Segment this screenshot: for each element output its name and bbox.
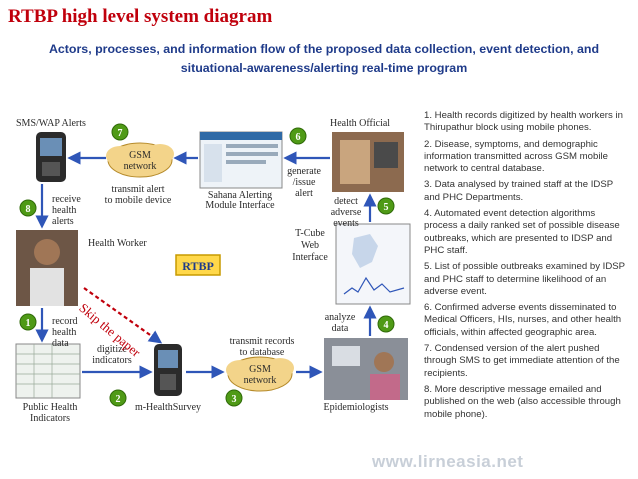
flow-receive-1: receive	[52, 194, 81, 205]
step-badge-7: 7	[111, 123, 129, 141]
flow-digitize-2: indicators	[92, 355, 132, 366]
node-label-health-worker: Health Worker	[88, 238, 147, 249]
svg-text:8: 8	[26, 204, 31, 215]
node-label-sms-alerts: SMS/WAP Alerts	[16, 118, 86, 129]
step-badge-5: 5	[377, 197, 395, 215]
step-badge-6: 6	[289, 127, 307, 145]
indicators-chart	[15, 343, 81, 399]
flow-transmit-records-2: to database	[240, 347, 285, 358]
health-official-photo	[332, 132, 404, 192]
health-worker-photo	[16, 230, 78, 306]
step-badge-3: 3	[225, 389, 243, 407]
svg-text:1: 1	[26, 318, 31, 329]
flow-transmit-alert-1: transmit alert	[111, 184, 164, 195]
gsm-top-label-1: GSM	[129, 150, 151, 161]
svg-text:7: 7	[118, 128, 123, 139]
sahana-screenshot	[199, 131, 283, 189]
step-item-7: 7. Condensed version of the alert pushed…	[424, 343, 620, 379]
rtbp-label: RTBP	[182, 259, 214, 273]
flow-receive-2: health	[52, 205, 76, 216]
flow-receive-3: alerts	[52, 216, 74, 227]
node-label-tcube-2: Web	[301, 240, 319, 251]
slide-subtitle: Actors, processes, and information flow …	[48, 42, 600, 75]
svg-text:3: 3	[232, 394, 237, 405]
step-item-5: 5. List of possible outbreaks examined b…	[424, 261, 625, 297]
flow-transmit-records-1: transmit records	[230, 336, 295, 347]
flow-generate-1: generate	[287, 166, 321, 177]
node-label-tcube-3: Interface	[292, 252, 328, 263]
flow-record-1: record	[52, 316, 78, 327]
svg-text:2: 2	[116, 394, 121, 405]
flow-analyze-1: analyze	[325, 312, 356, 323]
node-label-health-official: Health Official	[330, 118, 390, 129]
steps-list: 1. Health records digitized by health wo…	[424, 110, 630, 425]
flow-arrows	[35, 151, 377, 379]
step-item-3: 3. Data analysed by trained staff at the…	[424, 179, 613, 203]
flow-transmit-alert-2: to mobile device	[105, 195, 172, 206]
node-label-tcube-1: T-Cube	[295, 228, 325, 239]
flow-generate-3: alert	[295, 188, 313, 199]
node-label-epidemiologists: Epidemiologists	[324, 402, 389, 413]
phone-image-top	[36, 132, 66, 182]
gsm-network-cloud-top: GSM network	[106, 142, 174, 178]
node-label-sahana-1: Sahana Alerting	[208, 190, 272, 201]
step-badge-4: 4	[377, 315, 395, 333]
flow-record-2: health	[52, 327, 76, 338]
step-badge-8: 8	[19, 199, 37, 217]
step-item-2: 2. Disease, symptoms, and demographic in…	[424, 138, 608, 175]
step-badge-1: 1	[19, 313, 37, 331]
step-item-8: 8. More descriptive message emailed and …	[424, 383, 621, 420]
flow-detect-3: events	[333, 218, 359, 229]
system-diagram: SMS/WAP Alerts Health Official Health Wo…	[15, 118, 411, 424]
flow-analyze-2: data	[332, 323, 349, 334]
flow-generate-2: /issue	[293, 177, 316, 188]
step-item-1: 1. Health records digitized by health wo…	[424, 110, 623, 134]
tcube-screenshot	[335, 223, 411, 305]
flow-detect-1: detect	[334, 196, 358, 207]
step-item-6: 6. Confirmed adverse events disseminated…	[424, 302, 622, 338]
gsm-bottom-label-1: GSM	[249, 364, 271, 375]
svg-text:4: 4	[384, 320, 389, 331]
node-label-public-health: Public Health	[23, 402, 78, 413]
phone-image-bottom	[154, 344, 182, 396]
footer-url: www.lirneasia.net	[372, 452, 524, 471]
gsm-network-cloud-bottom: GSM network	[226, 356, 294, 392]
step-badge-2: 2	[109, 389, 127, 407]
node-label-indicators: Indicators	[30, 413, 70, 424]
gsm-bottom-label-2: network	[244, 375, 277, 386]
svg-text:6: 6	[296, 132, 301, 143]
flow-detect-2: adverse	[331, 207, 362, 218]
step-item-4: 4. Automated event detection algorithms …	[424, 208, 620, 256]
rtbp-logo: RTBP	[175, 254, 221, 276]
flow-record-3: data	[52, 338, 69, 349]
svg-text:5: 5	[384, 202, 389, 213]
node-label-sahana-2: Module Interface	[205, 200, 275, 211]
arrow-worker-to-mhealth	[83, 287, 163, 344]
epidemiologists-photo	[324, 338, 408, 400]
flow-digitize-1: digitize	[97, 344, 128, 355]
node-label-mhealth: m-HealthSurvey	[135, 402, 201, 413]
gsm-top-label-2: network	[124, 161, 157, 172]
slide-title: RTBP high level system diagram	[8, 6, 273, 27]
